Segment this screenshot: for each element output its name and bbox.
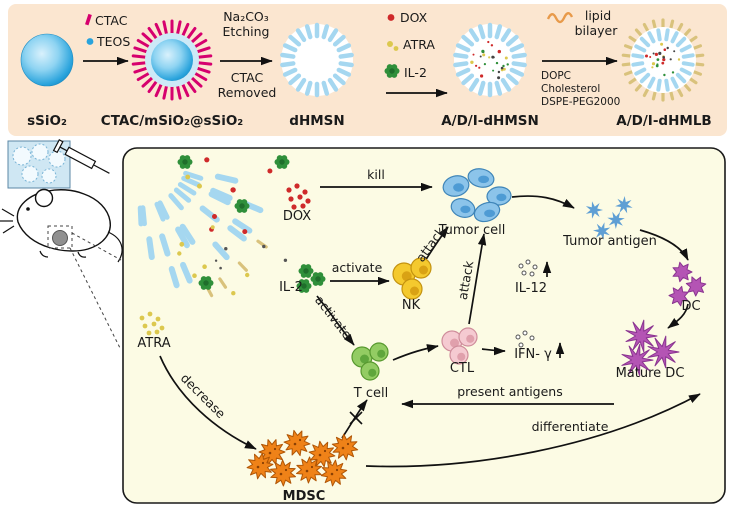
teos-dot-icon (86, 38, 94, 45)
ctl-attack-arrow (468, 233, 487, 325)
step1-ctac-label: CTAC (95, 13, 128, 28)
tumor-to-antigen-arrow (511, 195, 575, 209)
mechanism-arrows (159, 182, 701, 468)
ctl-cells (441, 327, 478, 365)
mouse-inset (0, 139, 123, 351)
tumor-cells (442, 168, 512, 223)
differentiate-arrow (365, 393, 701, 468)
atra-dot-icon (387, 41, 393, 47)
mouse-eye (26, 207, 30, 211)
step4-lipid-label: lipid (585, 8, 611, 23)
antigen-to-dc-arrow (639, 229, 689, 261)
mouse-tail (107, 231, 123, 263)
dc-cells (668, 261, 707, 307)
step2-etching-label: Etching (223, 24, 270, 39)
tumor-antigen-label: Tumor antigen (562, 234, 657, 249)
tcell-label: T cell (353, 386, 388, 401)
nk-attack-arrow (424, 226, 449, 262)
mdsc-cells (246, 429, 359, 487)
mechanism-panel-bg (122, 147, 726, 504)
legend-il2-label: IL-2 (404, 65, 427, 80)
ctl-attack-label: attack (455, 259, 477, 301)
dhmsn-shell (280, 22, 354, 98)
mdsc-label: MDSC (283, 489, 326, 504)
tumor-cell-label: Tumor cell (438, 223, 506, 238)
ctac-tick-icon (85, 13, 92, 26)
ifn-gamma-label: IFN- γ (514, 347, 552, 362)
t-cells (351, 342, 389, 381)
step1-teos-label: TEOS (96, 34, 130, 49)
zoom-box (47, 225, 73, 249)
particle-adi-dhmsn (453, 22, 527, 98)
mechanism-panel: DOX kill Tumor cell Tumor antigen DC Mat… (122, 147, 726, 504)
il2-flowers (296, 264, 326, 293)
mouse-drawing (0, 188, 123, 263)
mature-dc-label: Mature DC (616, 366, 685, 381)
differentiate-label: differentiate (532, 419, 609, 434)
kill-label: kill (367, 167, 385, 182)
ifn-dots (515, 330, 535, 348)
particle-ssio2 (20, 33, 74, 87)
syringe-icon (52, 139, 110, 174)
activate-tcell-arrow (316, 295, 355, 346)
step4-cholesterol-label: Cholesterol (541, 83, 600, 95)
il2-flower-icon (384, 64, 400, 78)
nanoparticle-burst (137, 155, 290, 298)
legend-dox-label: DOX (400, 10, 428, 25)
stage3-label: dHMSN (289, 113, 344, 129)
particle-ctac-msio2 (131, 19, 213, 101)
step4-dspe-label: DSPE-PEG2000 (541, 96, 620, 108)
il12-dots (518, 259, 538, 277)
tumor-antigen-shapes (585, 196, 633, 240)
ctac-spikes (131, 19, 213, 101)
adi-dhmlb-cargo (645, 42, 681, 77)
adi-dhmlb-silica-shell (631, 28, 695, 92)
tumor-site (52, 230, 68, 246)
decrease-arrow (159, 355, 257, 450)
tcell-to-ctl-arrow (392, 344, 439, 361)
lipid-bilayer-shell (621, 18, 705, 102)
ctl-label: CTL (450, 361, 475, 376)
step2-etching: Na₂CO₃ Etching CTAC Removed (218, 9, 277, 100)
atra-label: ATRA (137, 336, 170, 351)
il12-label: IL-12 (515, 281, 547, 296)
synthesis-panel: CTAC TEOS Na₂CO₃ Etching CTAC Removed (8, 4, 727, 136)
step2-ctac-label: CTAC (231, 70, 264, 85)
mouse-ear (34, 188, 54, 208)
adi-dhmsn-cargo (470, 40, 509, 80)
step4-dopc-label: DOPC (541, 70, 571, 82)
step4-bilayer-label: bilayer (575, 23, 619, 38)
step1-ctac-teos: CTAC TEOS (83, 13, 130, 66)
zoom-line-2 (69, 247, 122, 351)
step4-lipid-coating: lipid bilayer DOPC Cholesterol DSPE-PEG2… (541, 8, 620, 108)
step2-na2co3-label: Na₂CO₃ (223, 9, 269, 24)
lipid-squiggle-icon (546, 12, 574, 24)
step2-removed-label: Removed (218, 85, 277, 100)
mature-dc-cells (621, 319, 680, 377)
step3-loading: DOX ATRA IL-2 (384, 10, 448, 98)
atra-dot2-icon (393, 46, 399, 51)
legend-atra-label: ATRA (403, 37, 435, 52)
atra-dots (139, 311, 165, 336)
stage5-label: A/D/I-dHMLB (616, 113, 711, 129)
adi-dhmsn-shell (453, 22, 527, 98)
dox-dot-icon (387, 14, 395, 21)
particle-dhmsn (280, 22, 354, 98)
stage1-label: sSiO₂ (27, 113, 67, 129)
stage2-label: CTAC/mSiO₂@sSiO₂ (101, 113, 244, 129)
block-cross (349, 411, 363, 425)
particle-adi-dhmlb (621, 18, 705, 102)
dox-label: DOX (283, 209, 311, 224)
stage4-label: A/D/I-dHMSN (441, 113, 539, 129)
il2-label: IL-2 (279, 280, 303, 295)
dc-to-maturedc-arrow (667, 303, 689, 329)
dc-label: DC (681, 299, 700, 314)
dox-dots (286, 183, 311, 210)
activate-nk-label: activate (332, 260, 383, 275)
nk-cells (392, 257, 432, 300)
present-antigens-label: present antigens (457, 384, 563, 399)
ctl-to-ifn-arrow (481, 346, 506, 356)
nk-label: NK (402, 298, 421, 313)
